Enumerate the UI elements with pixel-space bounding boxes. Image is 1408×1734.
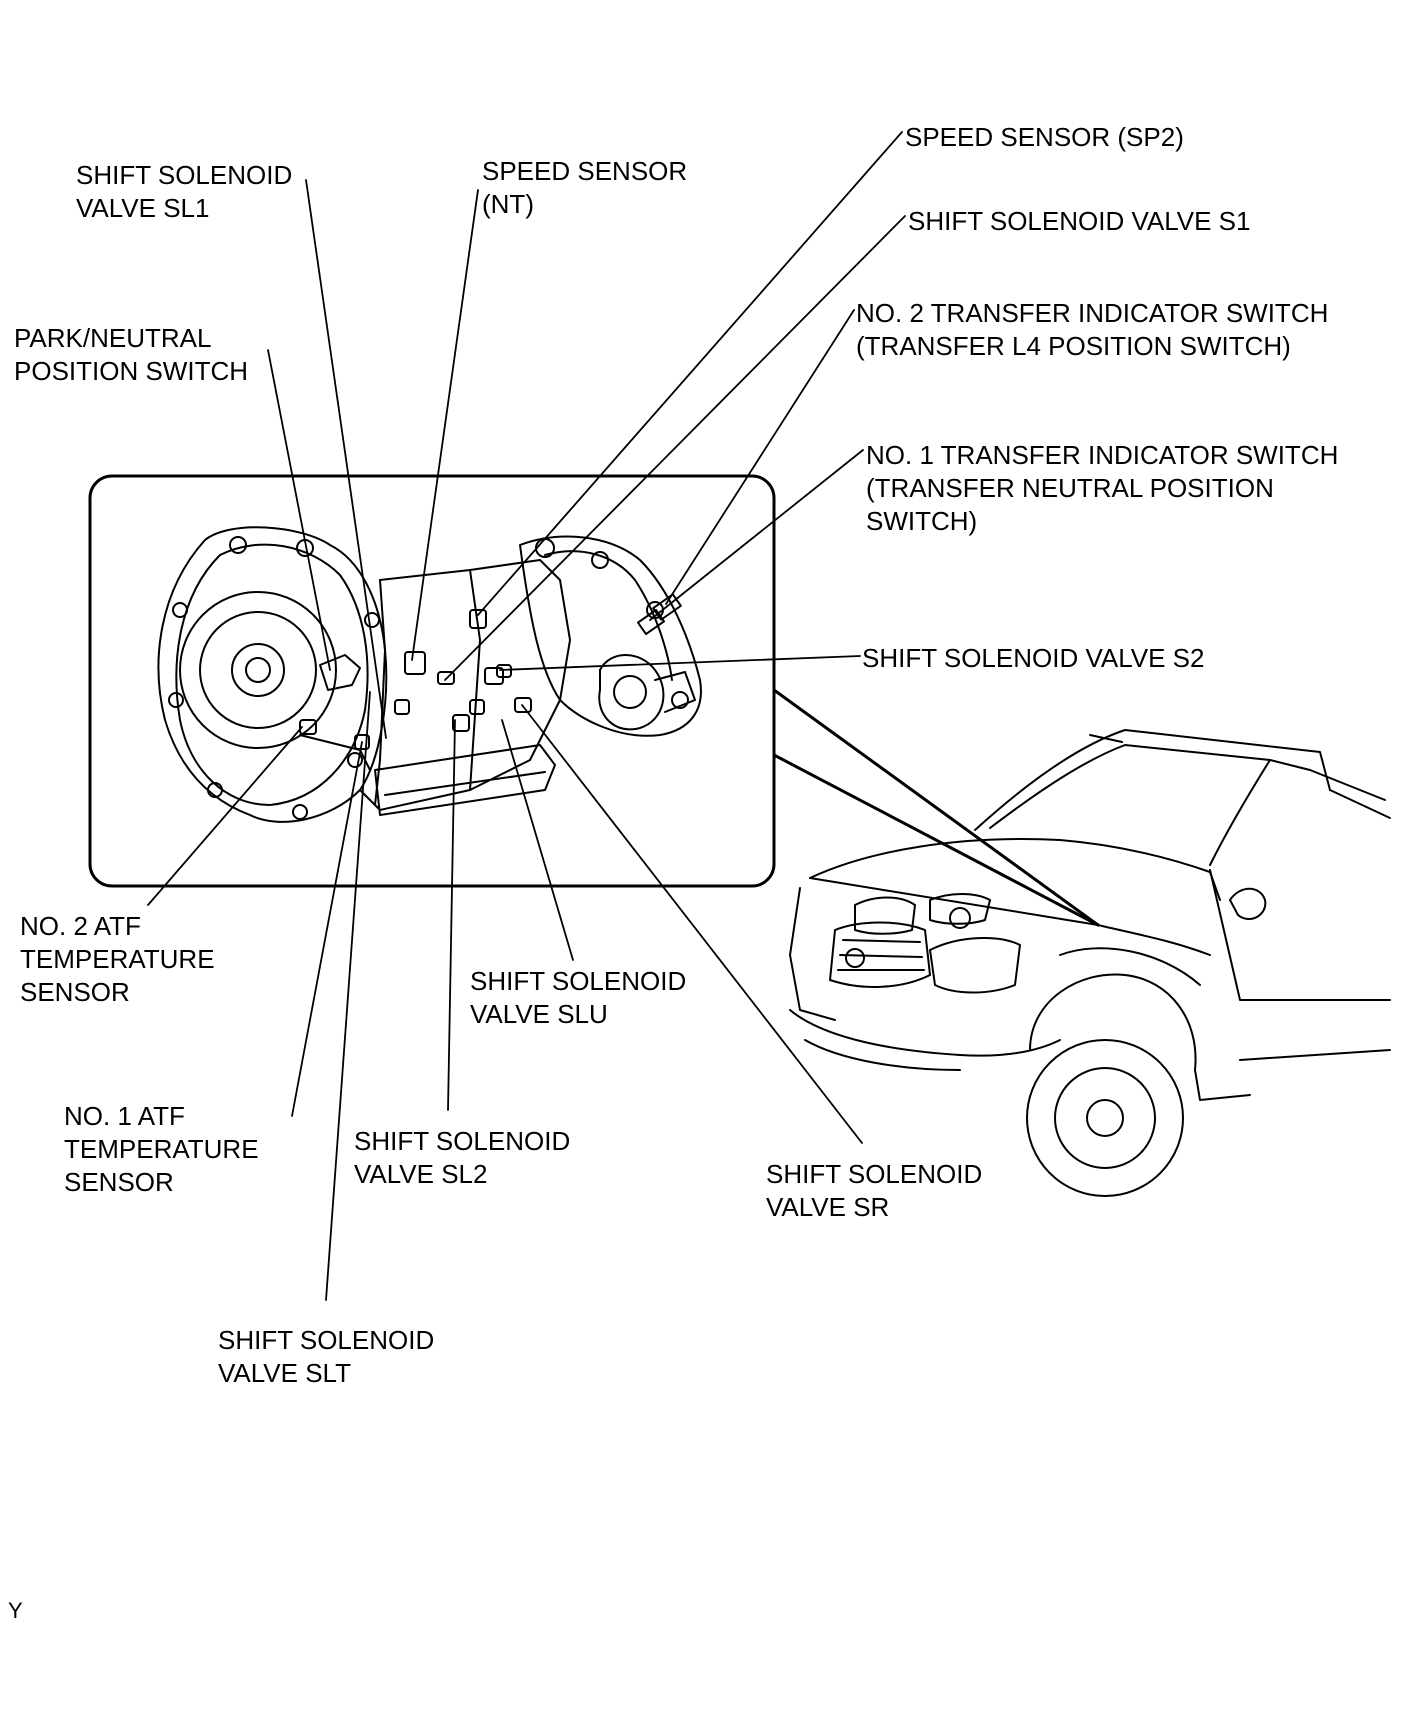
leader-sl2 [447,719,456,1111]
callout-line-lower [772,753,1100,927]
inset-frame [88,474,776,888]
transmission-drawing [157,526,702,823]
leader-atf2 [147,726,303,906]
label-shift-solenoid-valve-sr: SHIFT SOLENOID VALVE SR [766,1159,983,1222]
leader-nt [411,189,479,661]
label-no2-atf-temperature-sensor: NO. 2 ATF TEMPERATURE SENSOR [20,911,215,1007]
leader-s1 [444,215,906,681]
label-shift-solenoid-valve-sl1: SHIFT SOLENOID VALVE SL1 [76,160,293,223]
label-no2-transfer-indicator-switch: NO. 2 TRANSFER INDICATOR SWITCH (TRANSFE… [856,298,1329,361]
leader-sr [521,704,863,1144]
label-speed-sensor-nt: SPEED SENSOR (NT) [482,156,688,219]
leader-lines [147,131,906,1301]
callout-line-upper [772,688,1100,927]
label-no1-transfer-indicator-switch: NO. 1 TRANSFER INDICATOR SWITCH (TRANSFE… [866,440,1339,536]
leader-slt [325,691,371,1301]
label-shift-solenoid-valve-s1: SHIFT SOLENOID VALVE S1 [908,206,1251,236]
vehicle-drawing [789,729,1391,1197]
label-shift-solenoid-valve-slt: SHIFT SOLENOID VALVE SLT [218,1325,435,1388]
figure-code: Y [8,1598,23,1623]
leader-no2-transfer [665,309,855,605]
leader-s2 [499,655,861,671]
label-shift-solenoid-valve-sl2: SHIFT SOLENOID VALVE SL2 [354,1126,571,1189]
label-no1-atf-temperature-sensor: NO. 1 ATF TEMPERATURE SENSOR [64,1101,259,1197]
leader-slu [501,719,574,961]
label-speed-sensor-sp2: SPEED SENSOR (SP2) [905,122,1184,152]
label-park-neutral-position-switch: PARK/NEUTRAL POSITION SWITCH [14,323,248,386]
leader-pnp [267,349,331,671]
leader-atf1 [291,741,363,1117]
leader-no1-transfer [649,449,864,621]
label-shift-solenoid-valve-s2: SHIFT SOLENOID VALVE S2 [862,643,1205,673]
leader-sl1 [305,179,387,739]
leader-sp2 [477,131,903,616]
label-shift-solenoid-valve-slu: SHIFT SOLENOID VALVE SLU [470,966,687,1029]
